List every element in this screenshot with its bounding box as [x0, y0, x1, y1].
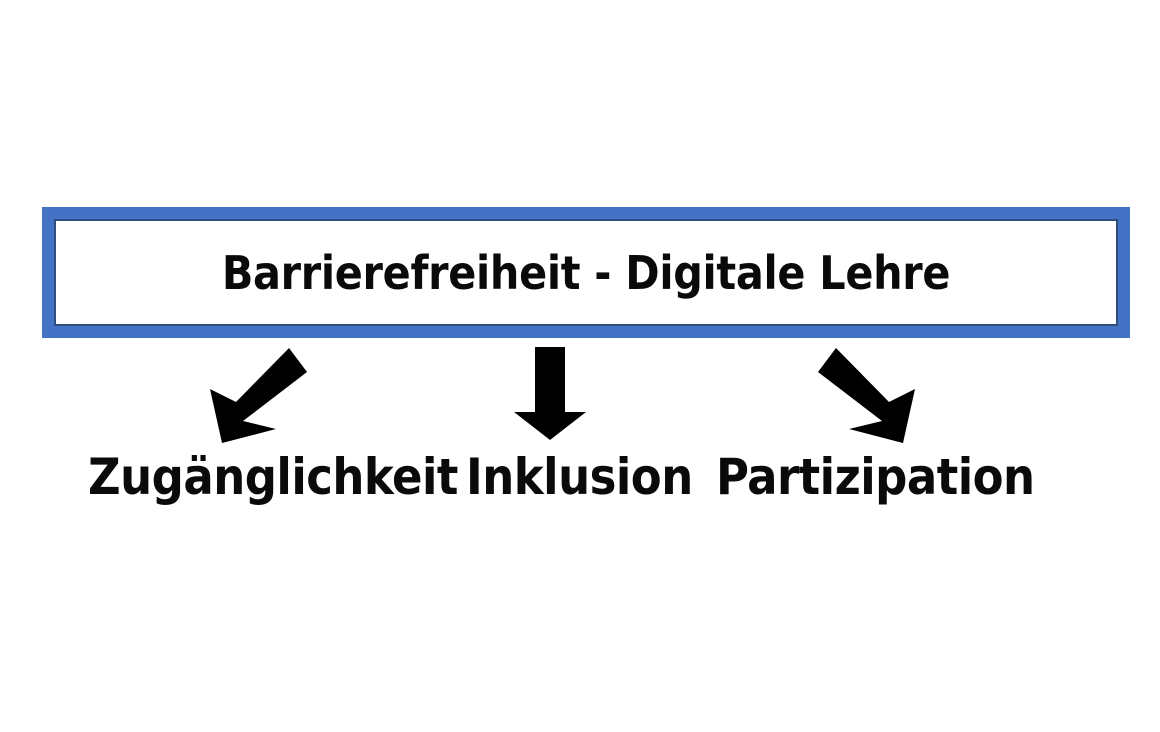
leaf-label-zugaenglichkeit: Zugänglichkeit: [88, 448, 458, 506]
arrow-down-icon: [514, 347, 586, 440]
leaf-label-partizipation: Partizipation: [716, 448, 1035, 506]
leaf-label-inklusion: Inklusion: [466, 448, 693, 506]
arrow-down-right-icon: [818, 348, 915, 443]
root-concept-label: Barrierefreiheit - Digitale Lehre: [221, 245, 951, 300]
root-concept-box: Barrierefreiheit - Digitale Lehre: [42, 207, 1130, 338]
arrow-down-left-icon: [210, 348, 307, 443]
root-concept-box-inner: Barrierefreiheit - Digitale Lehre: [54, 219, 1118, 326]
